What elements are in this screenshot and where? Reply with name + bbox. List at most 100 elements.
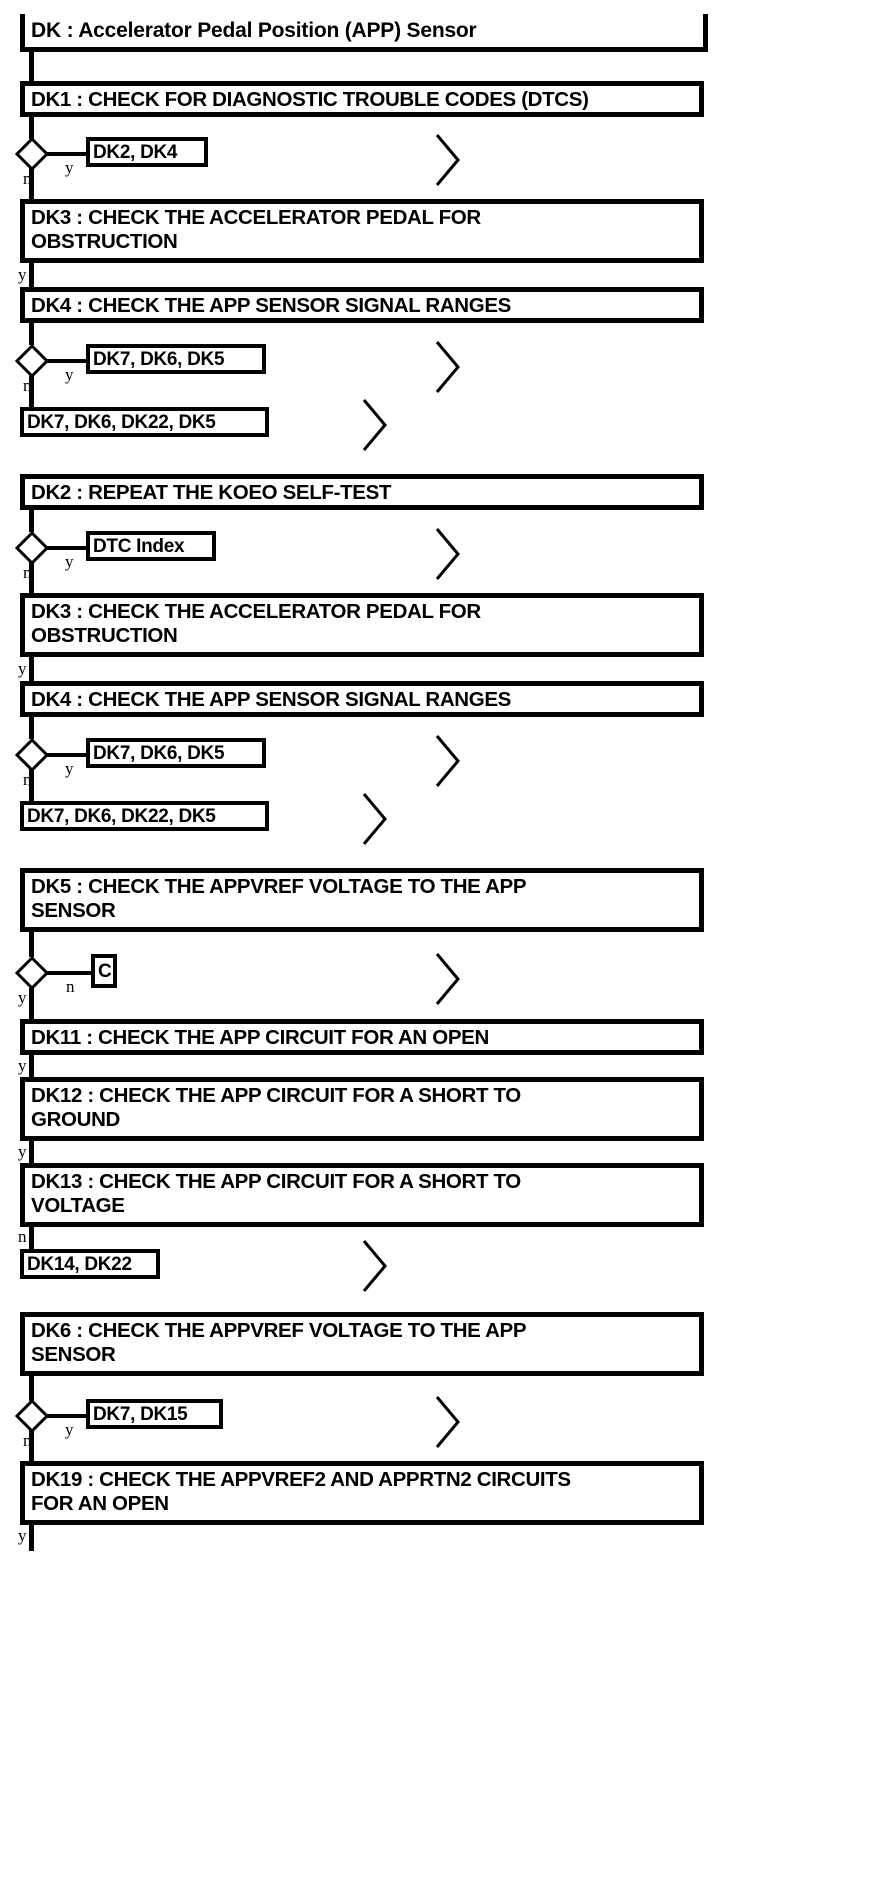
reference-box-dk7-dk6-dk5-a[interactable]: DK7, DK6, DK5 xyxy=(86,344,266,374)
step-text-dk5: DK5 : CHECK THE APPVREF VOLTAGE TO THE A… xyxy=(31,875,527,922)
connector-n11-n12 xyxy=(29,717,34,739)
decision-diamond-icon xyxy=(15,1399,49,1433)
goto-chevron-right-icon[interactable] xyxy=(358,396,392,454)
reference-text: DK7, DK6, DK5 xyxy=(93,742,225,764)
decision-diamond-icon xyxy=(15,956,49,990)
step-text-dk12: DK12 : CHECK THE APP CIRCUIT FOR A SHORT… xyxy=(31,1084,521,1131)
terminal-box-dk14-dk22[interactable]: DK14, DK22 xyxy=(20,1249,160,1279)
flowchart-title-box: DK : Accelerator Pedal Position (APP) Se… xyxy=(20,14,708,52)
branch-label-no: n xyxy=(23,376,32,395)
step-text-dk11: DK11 : CHECK THE APP CIRCUIT FOR AN OPEN xyxy=(31,1026,489,1049)
branch-label-yes: y xyxy=(65,759,74,778)
goto-chevron-right-icon[interactable] xyxy=(431,338,465,396)
goto-chevron-right-icon[interactable] xyxy=(358,1237,392,1295)
step-box-dk4-b: DK4 : CHECK THE APP SENSOR SIGNAL RANGES xyxy=(20,681,704,717)
branch-label-no: n xyxy=(66,977,75,996)
terminal-box-dk7-dk6-dk22-dk5-b[interactable]: DK7, DK6, DK22, DK5 xyxy=(20,801,269,831)
reference-text: C xyxy=(98,960,112,982)
step-box-dk3-a: DK3 : CHECK THE ACCELERATOR PEDAL FOR OB… xyxy=(20,199,704,263)
step-text-dk19: DK19 : CHECK THE APPVREF2 AND APPRTN2 CI… xyxy=(31,1468,571,1515)
step-text-dk13: DK13 : CHECK THE APP CIRCUIT FOR A SHORT… xyxy=(31,1170,521,1217)
connector-n08-n09 xyxy=(29,510,34,532)
reference-text: DTC Index xyxy=(93,535,185,557)
decision-diamond-icon xyxy=(15,738,49,772)
connector-n06-branch xyxy=(46,359,87,363)
reference-text: DK7, DK15 xyxy=(93,1403,188,1425)
connector-n12-branch xyxy=(46,753,87,757)
flowchart-title-text: DK : Accelerator Pedal Position (APP) Se… xyxy=(31,18,477,42)
step-box-dk5: DK5 : CHECK THE APPVREF VOLTAGE TO THE A… xyxy=(20,868,704,932)
connector-n06-n07 xyxy=(29,374,34,408)
connector-n03-n04 xyxy=(29,167,34,200)
connector-n14-n15 xyxy=(29,932,34,957)
connector-n21-n22 xyxy=(29,1429,34,1462)
branch-label-yes: y xyxy=(18,988,27,1007)
step-text-dk1: DK1 : CHECK FOR DIAGNOSTIC TROUBLE CODES… xyxy=(31,88,589,111)
exit-label-no-dk13: n xyxy=(18,1227,27,1246)
goto-chevron-right-icon[interactable] xyxy=(431,1393,465,1451)
branch-label-yes: y xyxy=(65,365,74,384)
step-text-dk3-a: DK3 : CHECK THE ACCELERATOR PEDAL FOR OB… xyxy=(31,206,481,253)
goto-chevron-right-icon[interactable] xyxy=(431,131,465,189)
reference-text: DK2, DK4 xyxy=(93,141,178,163)
connector-n04-n05 xyxy=(29,263,34,288)
decision-diamond-icon xyxy=(15,137,49,171)
connector-n16-n17 xyxy=(29,1055,34,1078)
connector-n22-out xyxy=(29,1525,34,1551)
step-text-dk2: DK2 : REPEAT THE KOEO SELF-TEST xyxy=(31,481,392,504)
reference-box-dk7-dk6-dk5-b[interactable]: DK7, DK6, DK5 xyxy=(86,738,266,768)
connector-n15-n16 xyxy=(29,988,34,1020)
branch-label-yes: y xyxy=(65,1420,74,1439)
reference-box-dtc-index[interactable]: DTC Index xyxy=(86,531,216,561)
step-box-dk1: DK1 : CHECK FOR DIAGNOSTIC TROUBLE CODES… xyxy=(20,81,704,117)
exit-label-yes-dk12: y xyxy=(18,1142,27,1161)
step-box-dk12: DK12 : CHECK THE APP CIRCUIT FOR A SHORT… xyxy=(20,1077,704,1141)
step-text-dk6: DK6 : CHECK THE APPVREF VOLTAGE TO THE A… xyxy=(31,1319,527,1366)
connector-n20-n21 xyxy=(29,1376,34,1401)
connector-n09-n10 xyxy=(29,561,34,594)
exit-label-yes-dk11: y xyxy=(18,1056,27,1075)
terminal-text: DK14, DK22 xyxy=(27,1253,132,1275)
exit-label-yes-dk3-a: y xyxy=(18,265,27,284)
step-box-dk11: DK11 : CHECK THE APP CIRCUIT FOR AN OPEN xyxy=(20,1019,704,1055)
step-box-dk13: DK13 : CHECK THE APP CIRCUIT FOR A SHORT… xyxy=(20,1163,704,1227)
connector-n03-branch xyxy=(46,152,87,156)
terminal-text: DK7, DK6, DK22, DK5 xyxy=(27,805,216,827)
branch-label-no: n xyxy=(23,169,32,188)
step-text-dk4-b: DK4 : CHECK THE APP SENSOR SIGNAL RANGES xyxy=(31,688,511,711)
branch-label-no: n xyxy=(23,1431,32,1450)
goto-chevron-right-icon[interactable] xyxy=(431,950,465,1008)
step-box-dk2: DK2 : REPEAT THE KOEO SELF-TEST xyxy=(20,474,704,510)
goto-chevron-right-icon[interactable] xyxy=(358,790,392,848)
step-box-dk4-a: DK4 : CHECK THE APP SENSOR SIGNAL RANGES xyxy=(20,287,704,323)
step-box-dk19: DK19 : CHECK THE APPVREF2 AND APPRTN2 CI… xyxy=(20,1461,704,1525)
connector-n17-n18 xyxy=(29,1141,34,1164)
reference-text: DK7, DK6, DK5 xyxy=(93,348,225,370)
connector-n18-n19 xyxy=(29,1227,34,1250)
connector-n12-n13 xyxy=(29,768,34,802)
branch-label-yes: y xyxy=(65,552,74,571)
connector-n02-n03 xyxy=(29,117,34,139)
branch-label-yes: y xyxy=(65,158,74,177)
goto-chevron-right-icon[interactable] xyxy=(431,525,465,583)
terminal-text: DK7, DK6, DK22, DK5 xyxy=(27,411,216,433)
goto-chevron-right-icon[interactable] xyxy=(431,732,465,790)
connector-n01-n02 xyxy=(29,52,34,82)
exit-label-yes-dk19: y xyxy=(18,1526,27,1545)
branch-label-no: n xyxy=(23,770,32,789)
reference-box-dk7-dk15[interactable]: DK7, DK15 xyxy=(86,1399,223,1429)
terminal-box-dk7-dk6-dk22-dk5-a[interactable]: DK7, DK6, DK22, DK5 xyxy=(20,407,269,437)
connector-n09-branch xyxy=(46,546,87,550)
decision-diamond-icon xyxy=(15,531,49,565)
exit-label-yes-dk3-b: y xyxy=(18,659,27,678)
decision-diamond-icon xyxy=(15,344,49,378)
reference-box-dk2-dk4[interactable]: DK2, DK4 xyxy=(86,137,208,167)
step-box-dk6: DK6 : CHECK THE APPVREF VOLTAGE TO THE A… xyxy=(20,1312,704,1376)
step-box-dk3-b: DK3 : CHECK THE ACCELERATOR PEDAL FOR OB… xyxy=(20,593,704,657)
connector-n05-n06 xyxy=(29,323,34,345)
connector-n10-n11 xyxy=(29,657,34,682)
step-text-dk3-b: DK3 : CHECK THE ACCELERATOR PEDAL FOR OB… xyxy=(31,600,481,647)
reference-box-c[interactable]: C xyxy=(91,954,117,988)
branch-label-no: n xyxy=(23,563,32,582)
